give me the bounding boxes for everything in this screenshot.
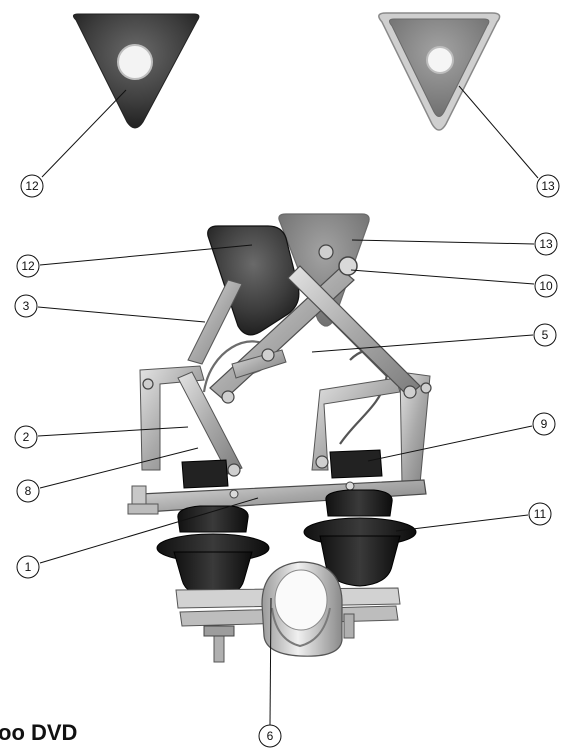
plate-center-disc xyxy=(426,46,454,74)
rivet xyxy=(229,489,239,499)
leader-line xyxy=(395,514,529,532)
callout-2: 2 xyxy=(14,425,38,449)
callout-1: 1 xyxy=(16,555,40,579)
insulator-right xyxy=(303,489,417,587)
callout-number: 12 xyxy=(21,259,35,273)
callout-number: 6 xyxy=(267,729,274,743)
pivot-pin xyxy=(338,256,358,276)
leader-line xyxy=(367,425,533,462)
callout-13-top: 13 xyxy=(536,174,560,198)
callout-number: 2 xyxy=(23,430,30,444)
caption: oo DVD xyxy=(0,720,78,745)
callout-number: 9 xyxy=(541,417,548,431)
leader-line xyxy=(458,85,539,179)
callout-3: 3 xyxy=(14,294,38,318)
leader-line xyxy=(39,244,253,266)
callout-13: 13 xyxy=(534,232,558,256)
pantograph-assembly xyxy=(127,213,432,663)
plate-center-disc xyxy=(117,44,153,80)
pivot-pin xyxy=(420,382,432,394)
callout-10: 10 xyxy=(534,274,558,298)
callout-5: 5 xyxy=(533,323,557,347)
leader-line xyxy=(350,269,535,285)
side-bracket-left xyxy=(139,365,205,471)
rivet xyxy=(345,481,355,491)
pivot-pin xyxy=(227,463,241,477)
pivot-pin xyxy=(315,455,329,469)
insulator-left xyxy=(156,505,270,599)
leader-lines xyxy=(37,85,539,726)
callout-number: 10 xyxy=(539,279,553,293)
callout-8: 8 xyxy=(16,479,40,503)
contact-block-left xyxy=(181,459,229,489)
callout-12-top: 12 xyxy=(20,174,44,198)
leader-line xyxy=(311,334,534,353)
callout-number: 11 xyxy=(534,507,547,521)
callout-number: 13 xyxy=(539,237,553,251)
callout-6: 6 xyxy=(258,724,282,748)
callout-number: 13 xyxy=(541,179,555,193)
leader-line xyxy=(351,239,535,245)
threaded-stud xyxy=(343,613,355,639)
contact-block-right xyxy=(329,449,383,479)
callout-number: 3 xyxy=(23,299,30,313)
callout-11: 11 xyxy=(528,502,552,526)
rear-arm-left xyxy=(187,279,243,365)
callout-number: 12 xyxy=(25,179,39,193)
callout-12: 12 xyxy=(16,254,40,278)
lower-arm-left xyxy=(177,371,243,475)
bolt xyxy=(131,485,147,507)
pivot-pin xyxy=(261,348,275,362)
pivot-pin xyxy=(142,378,154,390)
callout-number: 5 xyxy=(542,328,549,342)
grey-triangle-plate xyxy=(378,12,501,131)
pivot-pin xyxy=(221,390,235,404)
pipe-clamp xyxy=(261,561,343,657)
washer xyxy=(127,503,159,515)
leader-line xyxy=(39,497,259,564)
nut xyxy=(203,625,235,637)
callout-9: 9 xyxy=(532,412,556,436)
leader-line xyxy=(41,89,127,178)
leader-line xyxy=(269,597,272,726)
pivot-pin xyxy=(318,244,334,260)
pivot-pin xyxy=(403,385,417,399)
callout-number: 1 xyxy=(25,560,32,574)
callout-number: 8 xyxy=(25,484,32,498)
top-grey-plate xyxy=(278,213,370,327)
front-arm-main xyxy=(287,265,421,397)
leader-line xyxy=(37,306,206,323)
leader-line xyxy=(39,447,199,489)
leader-line xyxy=(37,426,189,437)
dark-triangle-plate xyxy=(72,13,200,129)
